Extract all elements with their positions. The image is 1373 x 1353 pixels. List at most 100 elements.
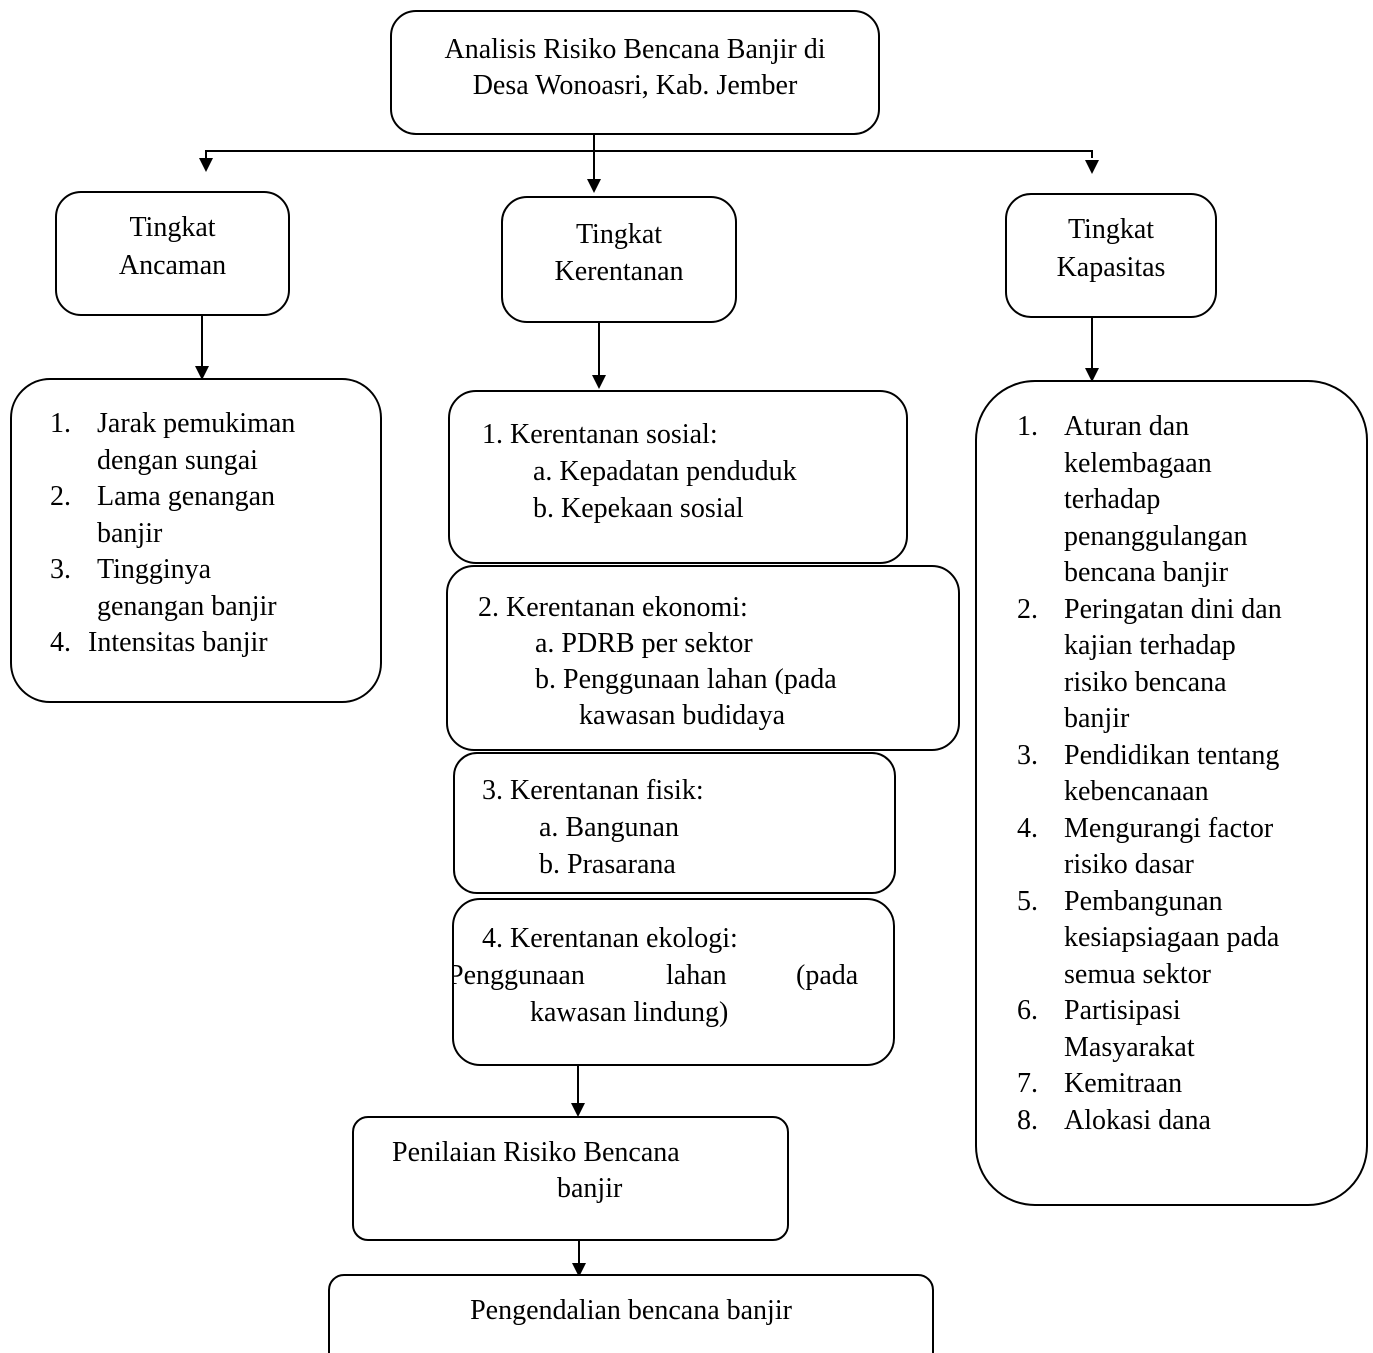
fisik-heading: 3. Kerentanan fisik: [482, 775, 704, 806]
arrow-ancaman [199, 158, 213, 172]
arrow-kapasitas-list [1085, 368, 1099, 382]
kerentanan-ekologi-box: 4. Kerentanan ekologi: Penggunaan lahan … [452, 898, 895, 1066]
list-text: banjir [97, 517, 163, 549]
list-number: 2. [50, 481, 71, 512]
list-text: semua sektor [1064, 958, 1211, 990]
list-text: Pembangunan [1064, 885, 1223, 917]
list-text: Pendidikan tentang [1064, 739, 1280, 771]
kapasitas-header-box: Tingkat Kapasitas [1005, 193, 1217, 318]
ekologi-heading: 4. Kerentanan ekologi: [482, 923, 738, 954]
kerentanan-title-1: Tingkat [575, 219, 663, 250]
list-item: 2. Peringatan dini dan kajian terhadap risi… [1017, 592, 1362, 738]
list-text: genangan banjir [97, 590, 277, 622]
sosial-item-b: b. Kepekaan sosial [533, 493, 744, 524]
list-text: Lama genangan [97, 481, 276, 512]
connector-ancaman [201, 316, 203, 366]
list-item: 8. Alokasi dana [1017, 1103, 1362, 1140]
list-text: kesiapsiagaan pada [1064, 922, 1280, 953]
fisik-item-b: b. Prasarana [539, 849, 676, 880]
ekonomi-heading: 2. Kerentanan ekonomi: [478, 592, 748, 623]
list-text: bencana banjir [1064, 557, 1229, 588]
list-item: 4. Mengurangi factor risiko dasar [1017, 811, 1362, 884]
list-number: 3. [1017, 739, 1038, 771]
arrow-penilaian [571, 1103, 585, 1117]
sosial-heading: 1. Kerentanan sosial: [482, 419, 718, 450]
ekologi-text-line-2: kawasan lindung) [530, 997, 729, 1028]
list-text: Masyarakat [1064, 1031, 1195, 1063]
list-number: 1. [1017, 411, 1038, 442]
root-line-1: Analisis Risiko Bencana Banjir di [444, 34, 826, 65]
arrow-kerentanan [587, 179, 601, 193]
arrow-kapasitas [1085, 160, 1099, 174]
list-number: 5. [1017, 885, 1038, 917]
ekologi-text-word-2: lahan [666, 960, 727, 991]
list-item: 1. Jarak pemukiman dengan sungai [50, 406, 380, 479]
list-text: Tingginya [97, 554, 212, 585]
list-text: dengan sungai [97, 444, 258, 476]
list-text: risiko dasar [1064, 849, 1194, 880]
list-text: Intensitas banjir [88, 627, 268, 658]
kerentanan-title-2: Kerentanan [554, 256, 684, 287]
list-text: Aturan dan [1064, 411, 1190, 442]
ancaman-title-1: Tingkat [129, 212, 216, 243]
root-line-2: Desa Wonoasri, Kab. Jember [472, 70, 798, 101]
kapasitas-title-1: Tingkat [1067, 214, 1155, 245]
list-text: risiko bencana [1064, 666, 1227, 698]
connector-kerentanan [598, 323, 600, 375]
pengendalian-label: Pengendalian bencana banjir [470, 1295, 792, 1326]
list-item: 3. Tingginya genangan banjir [50, 552, 380, 625]
ancaman-list-box: 1. Jarak pemukiman dengan sungai 2. Lama… [10, 378, 382, 703]
kerentanan-sosial-box: 1. Kerentanan sosial: a. Kepadatan pendu… [448, 390, 908, 564]
arrow-ancaman-list [195, 366, 209, 380]
list-number: 4. [1017, 812, 1038, 844]
list-text: penanggulangan [1064, 520, 1248, 552]
list-item: 4. Intensitas banjir [50, 625, 380, 662]
list-number: 2. [1017, 593, 1038, 625]
ekologi-text-word-1: Penggunaan [452, 960, 585, 991]
list-text: kajian terhadap [1064, 630, 1236, 661]
connector-branch-kapasitas [1091, 150, 1093, 158]
list-text: Alokasi dana [1064, 1104, 1211, 1136]
ancaman-list: 1. Jarak pemukiman dengan sungai 2. Lama… [50, 406, 380, 662]
list-text: Mengurangi factor [1064, 812, 1274, 844]
ekonomi-item-b-cont: kawasan budidaya [579, 700, 786, 731]
kapasitas-title-2: Kapasitas [1056, 252, 1166, 283]
penilaian-box: Penilaian Risiko Bencana banjir [352, 1116, 789, 1241]
fisik-item-a: a. Bangunan [539, 812, 679, 843]
list-number: 8. [1017, 1104, 1038, 1136]
list-text: Jarak pemukiman [97, 408, 296, 439]
list-number: 3. [50, 554, 71, 585]
list-number: 4. [50, 627, 71, 658]
penilaian-line-1: Penilaian Risiko Bencana [392, 1137, 680, 1168]
list-text: terhadap [1064, 484, 1161, 515]
connector-kapasitas [1091, 318, 1093, 368]
ancaman-title-2: Ancaman [118, 250, 227, 281]
kerentanan-ekonomi-box: 2. Kerentanan ekonomi: a. PDRB per sekto… [446, 565, 960, 751]
sosial-item-a: a. Kepadatan penduduk [533, 456, 797, 487]
arrow-pengendalian [572, 1263, 586, 1277]
ekologi-text-word-3: (pada [796, 960, 859, 991]
list-text: Peringatan dini dan [1064, 593, 1282, 625]
branch-connector [205, 150, 1093, 152]
connector-to-penilaian [577, 1066, 579, 1103]
connector-branch-ancaman [205, 150, 207, 158]
list-number: 7. [1017, 1068, 1038, 1099]
list-text: Partisipasi [1064, 995, 1181, 1026]
list-item: 5. Pembangunan kesiapsiagaan pada semua sek… [1017, 884, 1362, 994]
list-number: 1. [50, 408, 71, 439]
root-box: Analisis Risiko Bencana Banjir di Desa W… [390, 10, 880, 135]
ekonomi-item-b: b. Penggunaan lahan (pada [535, 664, 837, 695]
kerentanan-header-box: Tingkat Kerentanan [501, 196, 737, 323]
connector-to-pengendalian [578, 1241, 580, 1263]
ekonomi-item-a: a. PDRB per sektor [535, 628, 753, 659]
penilaian-line-2: banjir [557, 1173, 623, 1204]
arrow-kerentanan-list [592, 375, 606, 389]
connector-root-kerentanan [593, 135, 595, 179]
list-item: 7.Kemitraan [1017, 1066, 1362, 1103]
